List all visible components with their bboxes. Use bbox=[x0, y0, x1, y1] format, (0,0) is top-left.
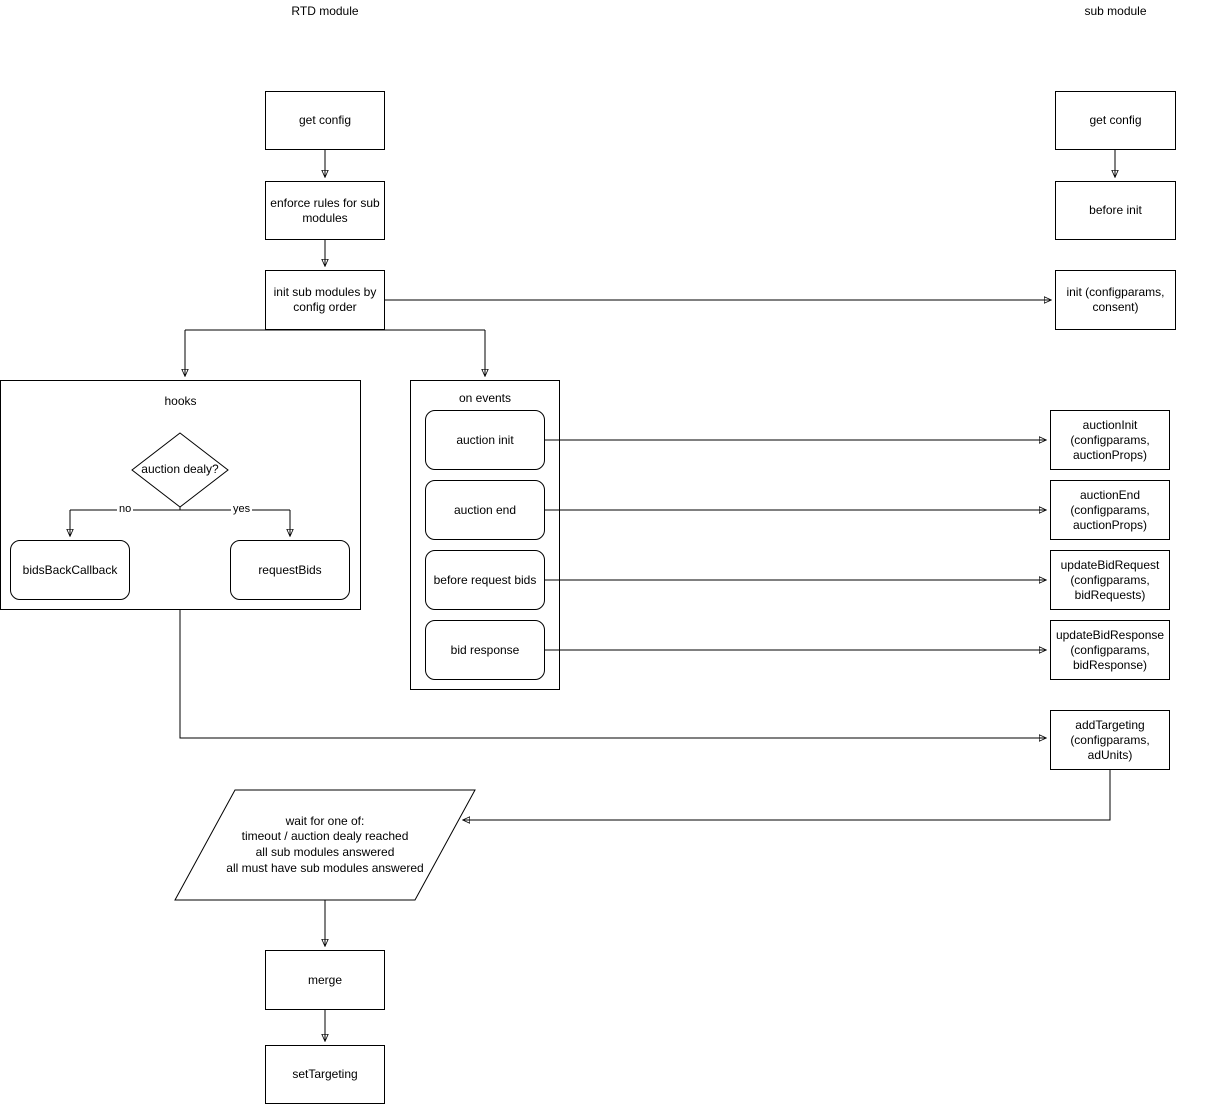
node-init-configparams: init (configparams, consent) bbox=[1055, 270, 1176, 330]
node-before-init: before init bbox=[1055, 181, 1176, 240]
on-events-label: on events bbox=[458, 391, 512, 405]
node-add-targeting: addTargeting (configparams, adUnits) bbox=[1050, 710, 1170, 770]
hooks-container: hooks bbox=[0, 380, 361, 610]
node-update-bid-request: updateBidRequest (configparams, bidReque… bbox=[1050, 550, 1170, 610]
node-wait-for-one-of: wait for one of: timeout / auction dealy… bbox=[226, 813, 424, 875]
node-auction-end-callback: auctionEnd (configparams, auctionProps) bbox=[1050, 480, 1170, 540]
node-auction-init-callback: auctionInit (configparams, auctionProps) bbox=[1050, 410, 1170, 470]
wait-parallelogram bbox=[174, 789, 476, 901]
node-auction-init-event: auction init bbox=[425, 410, 545, 470]
edge-label-no: no bbox=[117, 503, 134, 515]
connector bbox=[463, 770, 1111, 820]
node-auction-end-event: auction end bbox=[425, 480, 545, 540]
node-rtd-get-config: get config bbox=[265, 91, 385, 150]
node-sub-get-config: get config bbox=[1055, 91, 1176, 150]
edge-label-yes: yes bbox=[231, 503, 253, 515]
node-init-sub-modules: init sub modules by config order bbox=[265, 270, 385, 330]
sub-module-title: sub module bbox=[1084, 4, 1147, 18]
node-bids-back-callback: bidsBackCallback bbox=[10, 540, 130, 600]
connector bbox=[179, 610, 1046, 738]
node-update-bid-response: updateBidResponse (configparams, bidResp… bbox=[1050, 620, 1170, 680]
node-bid-response-event: bid response bbox=[425, 620, 545, 680]
decision-auction-delay-label: auction dealy? bbox=[141, 462, 219, 477]
node-request-bids: requestBids bbox=[230, 540, 350, 600]
on-events-container: on events bbox=[410, 380, 560, 690]
rtd-module-title: RTD module bbox=[291, 4, 359, 18]
node-before-request-bids-event: before request bids bbox=[425, 550, 545, 610]
hooks-label: hooks bbox=[164, 394, 197, 408]
node-set-targeting: setTargeting bbox=[265, 1045, 385, 1104]
node-merge: merge bbox=[265, 950, 385, 1010]
node-enforce-rules: enforce rules for sub modules bbox=[265, 181, 385, 240]
